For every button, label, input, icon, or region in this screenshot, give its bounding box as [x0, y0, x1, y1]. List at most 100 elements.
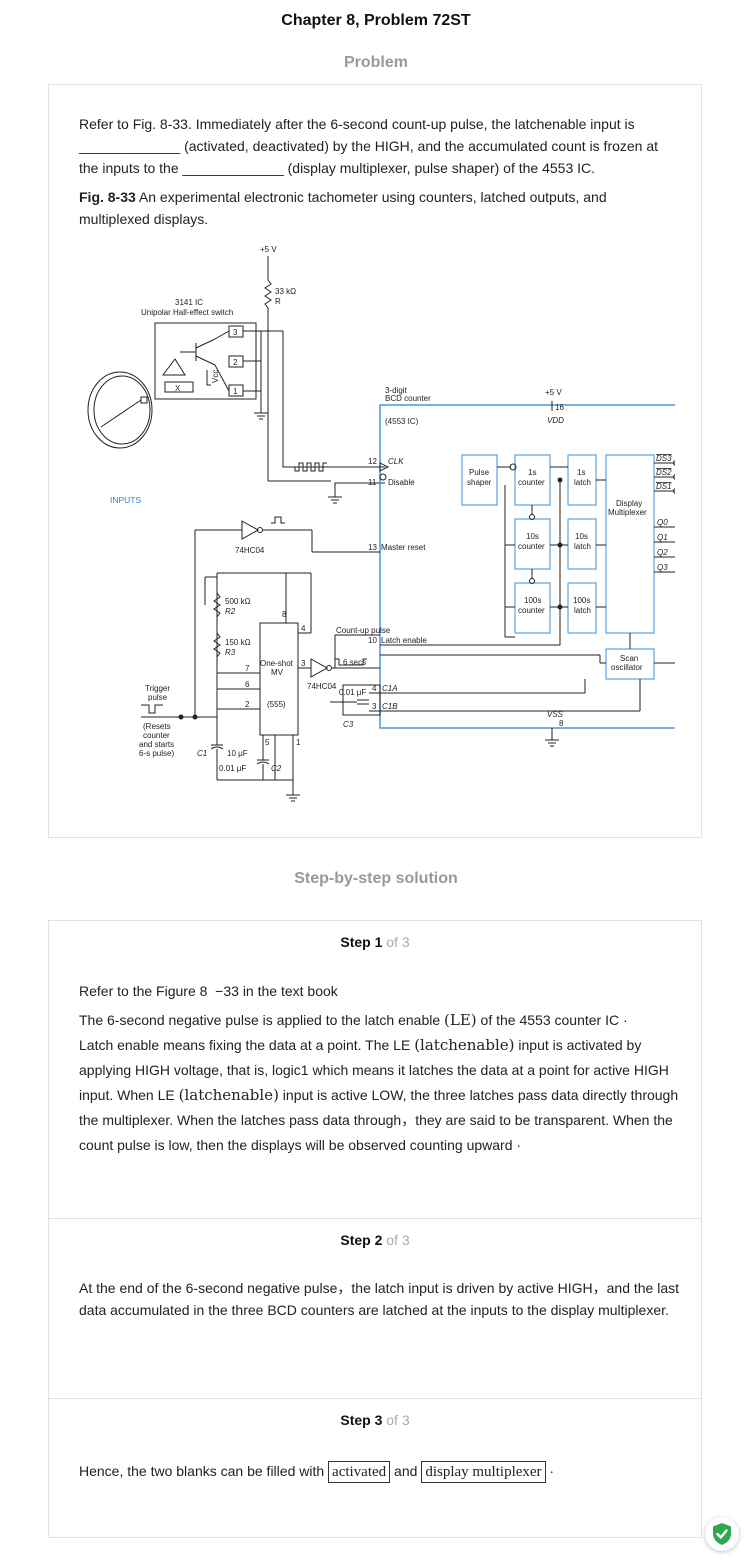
step-1-header: Step 1 of 3 [49, 934, 701, 950]
step-2-header: Step 2 of 3 [49, 1232, 701, 1248]
label-pin5: 5 [265, 738, 270, 747]
step-1-para-3c: input is activated by applying HIGH volt… [79, 1037, 669, 1103]
step-1-latchenable-math-1: (latchenable) [414, 1036, 515, 1054]
answer-box-display-multiplexer: display multiplexer [421, 1461, 546, 1483]
label-pin4: 4 [301, 624, 306, 633]
step-2-body: At the end of the 6-second negative puls… [79, 1277, 679, 1321]
label-r3-name: R3 [225, 648, 236, 657]
shield-check-badge[interactable] [705, 1517, 739, 1551]
label-ds1: DS1 [656, 482, 672, 491]
shield-check-icon [713, 1523, 731, 1545]
problem-line-3: the inputs to the _____________ (display… [79, 160, 596, 176]
label-resets-4: 6-s pulse) [139, 749, 174, 758]
step-1-latchenable-math-2: (latchenable) [178, 1086, 279, 1104]
step-2-of: of 3 [386, 1232, 410, 1248]
label-latch-enable: Latch enable [381, 636, 427, 645]
label-q1: Q1 [657, 533, 668, 542]
label-clk-pin: 12 [368, 457, 377, 466]
label-display-mux-2: Multiplexer [608, 508, 647, 517]
label-10s-latch-2: latch [574, 542, 591, 551]
problem-line-2: _____________ (activated, deactivated) b… [79, 138, 659, 154]
label-counter-desc2: BCD counter [385, 394, 431, 403]
label-1s-counter-1: 1s [528, 468, 536, 477]
label-pin3b: 3 [301, 659, 306, 668]
problem-line-1: Refer to Fig. 8-33. Immediately after th… [79, 116, 635, 132]
figure-caption-text: An experimental electronic tachometer us… [79, 189, 607, 227]
label-c3-value: 0.01 μF [339, 688, 366, 697]
label-c1-value: 10 μF [227, 749, 248, 758]
label-disable-pin: 11 [368, 478, 377, 487]
figure-ref: Fig. 8-33 [79, 189, 136, 205]
label-pulse-shaper-1: Pulse [469, 468, 490, 477]
label-10s-counter-2: counter [518, 542, 545, 551]
label-scan-1: Scan [620, 654, 638, 663]
page-title: Chapter 8, Problem 72ST [281, 12, 471, 29]
label-1s-counter-2: counter [518, 478, 545, 487]
label-pin7: 7 [245, 664, 250, 673]
step-3-label: Step 3 [340, 1412, 383, 1428]
step-1-le-math: (LE) [444, 1011, 477, 1029]
label-pin8: 8 [282, 610, 287, 619]
label-vss: VSS [547, 710, 564, 719]
label-pin2b: 2 [245, 700, 250, 709]
label-c2-value: 0.01 μF [219, 764, 246, 773]
step-1-para-2c: of the 4553 counter IC · [476, 1012, 628, 1028]
step-1-of: of 3 [386, 934, 410, 950]
label-display-mux-1: Display [616, 499, 642, 508]
label-r2-name: R2 [225, 607, 236, 616]
label-c3-name: C3 [343, 720, 354, 729]
label-vdd: VDD [547, 416, 564, 425]
label-r1-name: R [275, 297, 281, 306]
label-100s-counter-2: counter [518, 606, 545, 615]
label-resets-3: and starts [139, 740, 174, 749]
label-10s-counter-1: 10s [526, 532, 539, 541]
label-100s-latch-1: 100s [573, 596, 590, 605]
solution-card: Step 1 of 3 Refer to the Figure 8 −33 in… [48, 920, 702, 1538]
label-c1-name: C1 [197, 749, 207, 758]
problem-heading: Problem [343, 54, 408, 71]
label-100s-latch-2: latch [574, 606, 591, 615]
label-vcc: Vcc [211, 370, 220, 383]
answer-box-activated: activated [328, 1461, 391, 1483]
label-master-reset: Master reset [381, 543, 426, 552]
label-10s-latch-1: 10s [575, 532, 588, 541]
label-oneshot-2: MV [271, 668, 284, 677]
step-3: Step 3 of 3 Hence, the two blanks can be… [49, 1399, 701, 1539]
label-inputs: INPUTS [110, 495, 142, 505]
tachometer-circuit-diagram: +5 V 33 kΩ R 3141 IC Unipolar Hall-effec… [87, 245, 675, 802]
label-vdd-pin: 16 [555, 403, 564, 412]
label-r2-value: 500 kΩ [225, 597, 251, 606]
step-1-para-3a: Latch enable means fixing the data at a … [79, 1037, 415, 1053]
label-counter-desc1: 3-digit [385, 386, 408, 395]
label-trigger-2: pulse [148, 693, 168, 702]
label-pulse-shaper-2: shaper [467, 478, 492, 487]
label-1s-latch-2: latch [574, 478, 591, 487]
step-1-para-3: Latch enable means fixing the data at a … [79, 1033, 679, 1158]
label-74hc04-top: 74HC04 [235, 546, 265, 555]
label-q3: Q3 [657, 563, 668, 572]
step-3-body: Hence, the two blanks can be filled with… [79, 1459, 679, 1484]
label-c1a-pin: 4 [372, 684, 377, 693]
label-6-secs: 6 secs [343, 658, 366, 667]
problem-card: Refer to Fig. 8-33. Immediately after th… [48, 84, 702, 838]
label-q0: Q0 [657, 518, 668, 527]
label-pin1: 1 [233, 387, 238, 396]
label-hall-part: 3141 IC [175, 298, 203, 307]
label-c1b-pin: 3 [372, 702, 377, 711]
label-pin6: 6 [245, 680, 250, 689]
label-master-reset-pin: 13 [368, 543, 377, 552]
step-2-para-1: At the end of the 6-second negative puls… [79, 1280, 680, 1318]
label-pin1b: 1 [296, 738, 301, 747]
label-plus5v-right: +5 V [545, 388, 562, 397]
label-resets-1: (Resets [143, 722, 171, 731]
problem-text: Refer to Fig. 8-33. Immediately after th… [79, 113, 679, 179]
step-1-para-2a: The 6-second negative pulse is applied t… [79, 1012, 445, 1028]
step-3-header: Step 3 of 3 [49, 1412, 701, 1428]
label-countup: Count-up pulse [336, 626, 391, 635]
step-1-body: Refer to the Figure 8 −33 in the text bo… [79, 979, 679, 1158]
label-c2-name: C2 [271, 764, 282, 773]
step-1-para-3e: input is active LOW, the three latches p… [79, 1087, 679, 1153]
label-oneshot-1: One-shot [260, 659, 294, 668]
solution-heading: Step-by-step solution [294, 870, 458, 887]
step-2: Step 2 of 3 At the end of the 6-second n… [49, 1219, 701, 1399]
